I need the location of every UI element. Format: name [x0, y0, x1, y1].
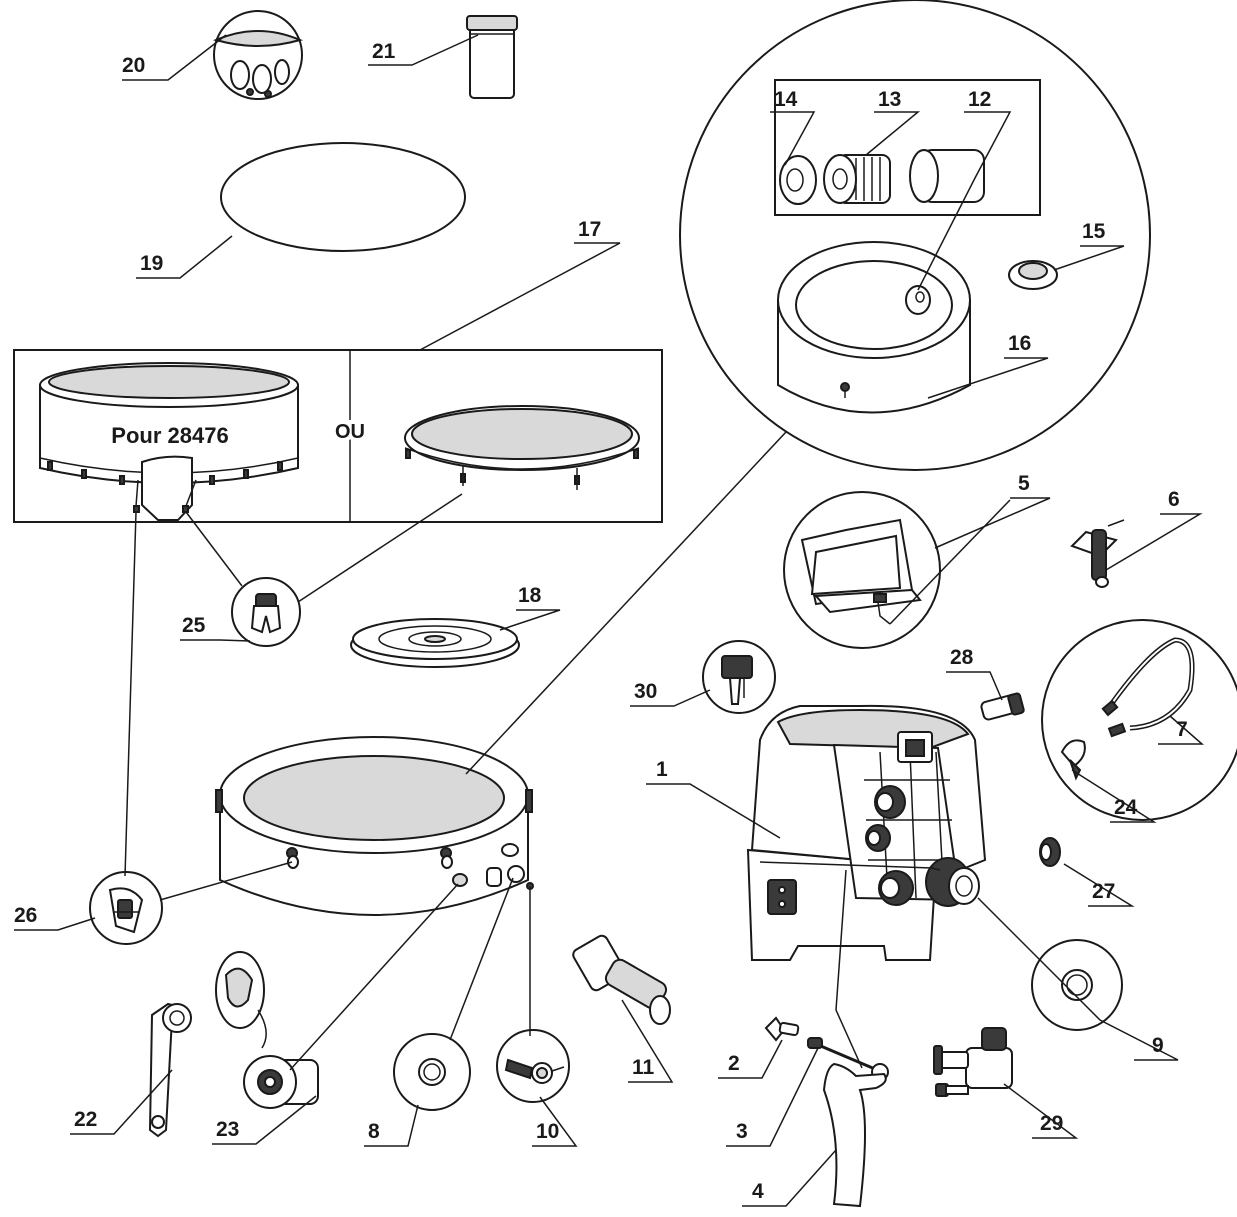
part-2-spindle [764, 1016, 800, 1042]
pump-port [874, 785, 906, 819]
part-12-filter-housing [909, 149, 985, 203]
part-26-buckle-callout [89, 871, 163, 945]
label-21: 21 [372, 40, 396, 63]
part-5-control-panel-callout [783, 491, 941, 649]
label-14: 14 [774, 88, 798, 111]
label-16: 16 [1008, 332, 1031, 355]
label-12: 12 [968, 88, 991, 111]
label-4: 4 [752, 1180, 764, 1203]
label-15: 15 [1082, 220, 1106, 243]
label-8: 8 [368, 1120, 380, 1143]
label-23: 23 [216, 1118, 239, 1141]
part-23-drain-valve [215, 951, 319, 1109]
part-13-filter-cartridge [823, 154, 891, 204]
label-20: 20 [122, 54, 145, 77]
label-17: 17 [578, 218, 601, 241]
label-13: 13 [878, 88, 901, 111]
part-27-knob [1039, 837, 1061, 867]
part-25-buckle-callout [231, 577, 301, 647]
label-7: 7 [1176, 718, 1188, 741]
spa-tub-body [215, 736, 534, 916]
cover-28476 [39, 362, 299, 521]
label-22: 22 [74, 1108, 97, 1131]
cover-options-box: Pour 28476 OU [13, 349, 663, 523]
part-16-filter-base [777, 241, 971, 414]
label-6: 6 [1168, 488, 1180, 511]
part-11-hose-adapter [572, 934, 671, 1025]
label-28: 28 [950, 646, 974, 669]
label-10: 10 [536, 1120, 559, 1143]
label-11: 11 [632, 1056, 655, 1079]
label-27: 27 [1092, 880, 1115, 903]
filter-zoom-circle [679, 0, 1151, 471]
label-5: 5 [1018, 472, 1030, 495]
part-4-lever [822, 1062, 887, 1208]
tub-fitting [440, 847, 453, 869]
part-21-cartridge-bottle [466, 15, 518, 99]
part-15-plug [1008, 260, 1058, 290]
part-22-wrench [148, 1002, 192, 1138]
part-7-24-hose-callout [1041, 619, 1237, 821]
or-text: OU [335, 421, 365, 443]
part-8-gasket-callout [393, 1033, 471, 1111]
label-29: 29 [1040, 1112, 1063, 1135]
cover-model-text: Pour 28476 [111, 423, 228, 448]
pump-port [865, 824, 891, 852]
label-24: 24 [1114, 796, 1138, 819]
label-1: 1 [656, 758, 668, 781]
tub-fitting [286, 847, 299, 869]
label-18: 18 [518, 584, 542, 607]
label-3: 3 [736, 1120, 748, 1143]
label-25: 25 [182, 614, 206, 637]
label-19: 19 [140, 252, 163, 275]
part-18-inflatable-lid [350, 618, 520, 668]
pump-port [878, 870, 914, 906]
label-9: 9 [1152, 1034, 1164, 1057]
part-10-valve-callout [496, 1029, 570, 1103]
part-20-chemical-floater [213, 10, 303, 100]
label-2: 2 [728, 1052, 740, 1075]
cover-alternative [404, 405, 640, 490]
leader-lines [14, 34, 1204, 1207]
pump-port [925, 857, 980, 907]
part-9-gasket-callout [1031, 939, 1123, 1031]
label-30: 30 [634, 680, 657, 703]
part-28-fitting [980, 692, 1025, 721]
part-19-ground-cloth [220, 142, 466, 252]
part-6-check-valve [1070, 519, 1125, 588]
part-labels: 20 21 19 17 14 13 12 15 16 25 18 26 8 10… [14, 40, 1188, 1203]
part-14-filter-cap [779, 155, 817, 205]
part-29-valve-assembly [933, 1027, 1013, 1097]
part-30-connector-callout [702, 640, 776, 714]
label-26: 26 [14, 904, 37, 927]
part-1-pump-unit [746, 704, 987, 961]
